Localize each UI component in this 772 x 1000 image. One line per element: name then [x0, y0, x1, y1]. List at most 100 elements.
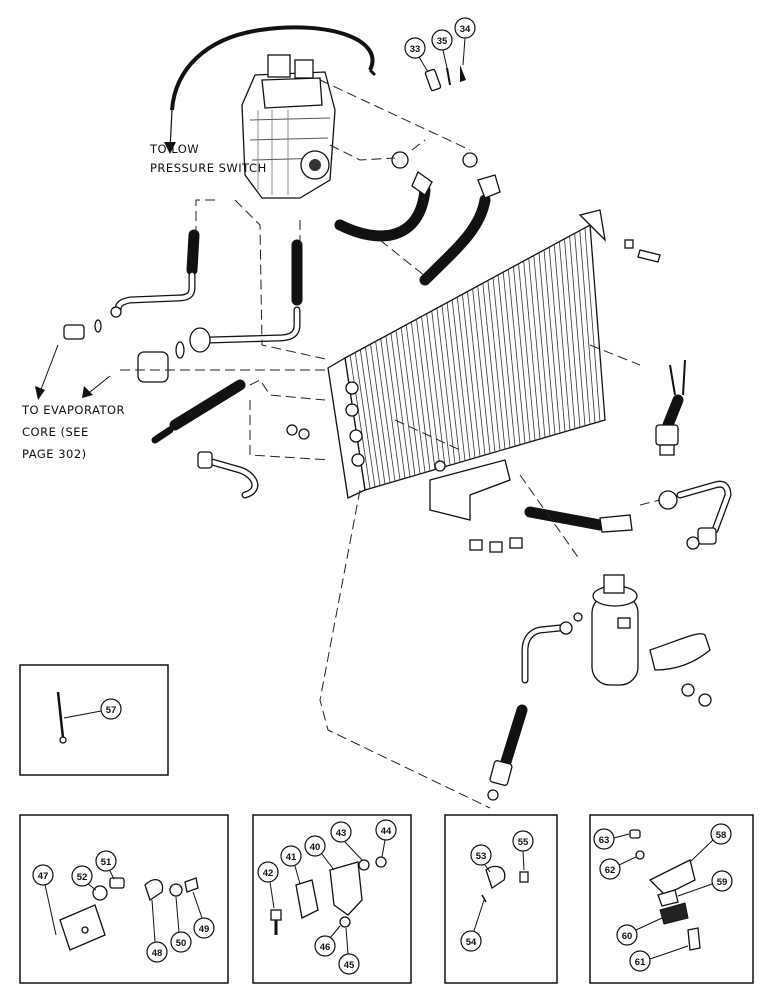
condenser-fin [482, 283, 501, 451]
callout-60: 60 [616, 917, 663, 946]
condenser-fin [416, 319, 436, 470]
condenser-fin [543, 249, 561, 434]
condenser-fin [497, 274, 516, 447]
callout-53: 53 [470, 844, 492, 873]
condenser-fin [365, 346, 386, 485]
condenser-fin [441, 305, 461, 463]
condenser-fin [492, 277, 511, 448]
condenser-fin [472, 288, 491, 454]
fitting-35 [446, 67, 451, 86]
callout-62: 62 [599, 856, 637, 880]
svg-text:53: 53 [476, 851, 487, 862]
svg-text:47: 47 [38, 871, 49, 882]
fitting-33 [424, 68, 442, 92]
condenser-fin [395, 330, 416, 476]
callout-48: 48 [146, 899, 168, 963]
condenser-fin [461, 294, 481, 457]
svg-text:55: 55 [518, 837, 529, 848]
condenser-fin [574, 233, 591, 425]
callout-35: 35 [431, 29, 453, 69]
condenser-fin [467, 291, 486, 456]
callout-52: 52 [71, 865, 97, 891]
condenser-fin [385, 335, 406, 479]
condenser-bracket [429, 459, 523, 553]
discharge-hose [334, 151, 433, 242]
routing-lines [120, 79, 661, 809]
liquid-tube-left [110, 229, 200, 318]
condenser-fin [349, 355, 371, 489]
condenser-fin [421, 316, 441, 469]
capillary-line [164, 25, 377, 154]
svg-text:42: 42 [263, 868, 274, 879]
condenser-fin [553, 244, 571, 431]
callout-45: 45 [338, 927, 360, 975]
fitting-left-small [63, 319, 102, 340]
condenser-fin [538, 252, 556, 435]
svg-text:41: 41 [286, 852, 297, 863]
condenser-fin [359, 349, 381, 486]
svg-text:33: 33 [410, 44, 421, 55]
condenser-fin [523, 260, 541, 439]
callout-50: 50 [170, 896, 192, 953]
callout-55: 55 [512, 830, 534, 871]
label-page-302: PAGE 302) [22, 447, 87, 461]
condenser-fin [431, 310, 451, 466]
svg-text:63: 63 [599, 835, 610, 846]
condenser-fin [390, 333, 411, 477]
suction-tube-left [189, 239, 303, 353]
svg-text:61: 61 [635, 957, 646, 968]
fitting-left-large [137, 341, 185, 383]
mounting-bolts [286, 239, 661, 472]
callout-47: 47 [32, 864, 54, 886]
svg-text:43: 43 [336, 828, 347, 839]
condenser-fin [354, 352, 376, 488]
condenser-fin [502, 272, 521, 445]
condenser-fin [518, 263, 536, 441]
condenser-fin [380, 338, 401, 480]
condenser-fin [400, 327, 421, 475]
receiver-hose [524, 506, 633, 533]
svg-text:60: 60 [622, 931, 633, 942]
callout-58: 58 [689, 823, 732, 863]
svg-text:59: 59 [717, 877, 728, 888]
svg-text:58: 58 [716, 830, 727, 841]
callout-61: 61 [629, 945, 689, 972]
svg-text:48: 48 [152, 948, 163, 959]
inset-58-63: 63 62 58 59 60 61 [589, 814, 754, 984]
callout-49: 49 [192, 891, 215, 939]
svg-text:62: 62 [605, 865, 616, 876]
drier-tube [487, 612, 583, 801]
pressure-switch [655, 359, 686, 456]
svg-text:40: 40 [310, 842, 321, 853]
tube-right [658, 480, 732, 550]
condenser-fin [436, 308, 456, 464]
callout-33: 33 [404, 37, 429, 73]
callout-59: 59 [677, 870, 733, 897]
liquid-hose-lower [151, 379, 259, 499]
drier-strap [649, 633, 712, 707]
callout-40: 40 [304, 835, 335, 871]
condenser-fin [405, 324, 426, 473]
condenser-fin [579, 230, 596, 423]
condenser-fin [507, 269, 526, 444]
condenser-fin [410, 321, 431, 472]
receiver-drier [591, 574, 639, 686]
svg-text:35: 35 [437, 36, 448, 47]
condenser-fin [451, 299, 471, 460]
svg-text:52: 52 [77, 872, 88, 883]
condenser-fin [584, 227, 601, 422]
svg-text:51: 51 [101, 857, 112, 868]
label-to-low: TO LOW [149, 142, 199, 156]
svg-text:44: 44 [381, 826, 392, 837]
svg-text:57: 57 [106, 705, 117, 716]
callout-41: 41 [280, 845, 302, 885]
callout-42: 42 [257, 861, 279, 909]
inset-40-46: 42 41 40 43 44 46 45 [252, 814, 412, 984]
condenser-fin [477, 285, 496, 453]
condenser-fin [370, 344, 391, 483]
svg-text:34: 34 [460, 24, 471, 35]
callout-34: 34 [454, 17, 476, 66]
svg-text:50: 50 [176, 938, 187, 949]
callout-46: 46 [314, 925, 341, 957]
